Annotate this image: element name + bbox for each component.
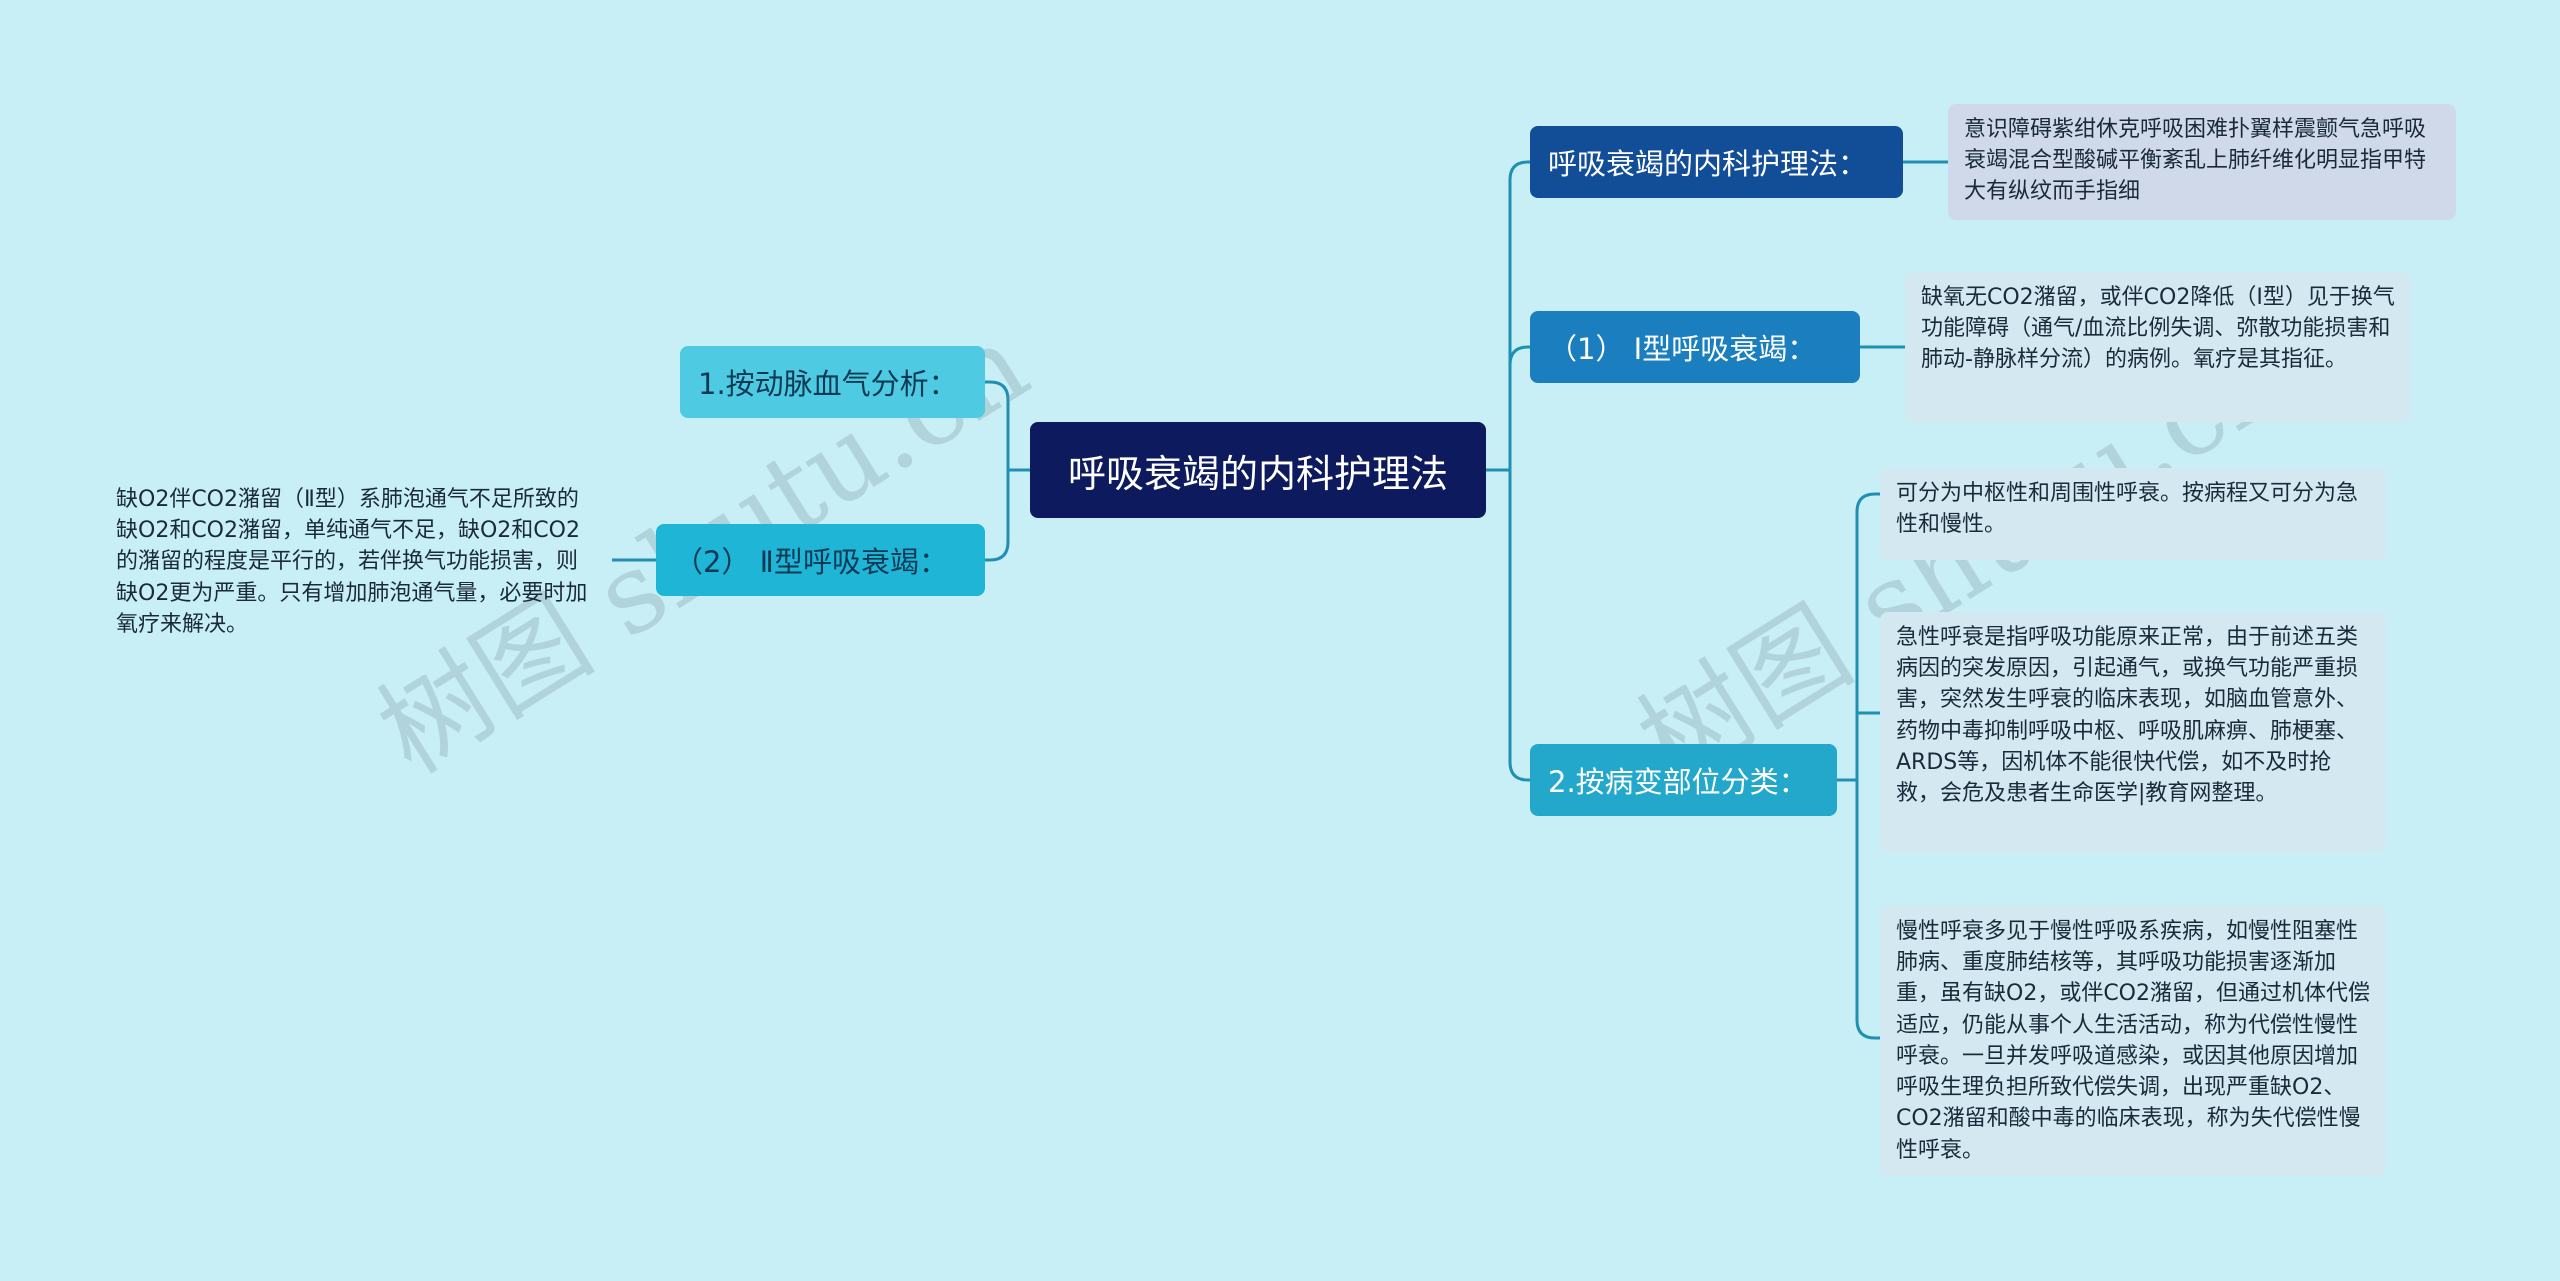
root-topic[interactable]: 呼吸衰竭的内科护理法 (1030, 422, 1486, 518)
topic-type2-failure-label: （2） Ⅱ型呼吸衰竭： (674, 545, 948, 579)
topic-by-location-note-2[interactable]: 急性呼衰是指呼吸功能原来正常，由于前述五类病因的突发原因，引起通气，或换气功能严… (1880, 612, 2386, 852)
topic-blood-gas[interactable]: 1.按动脉血气分析： (680, 346, 985, 418)
topic-by-location-note-1-text: 可分为中枢性和周围性呼衰。按病程又可分为急性和慢性。 (1896, 481, 2359, 538)
connector-right-1 (1508, 160, 1530, 470)
root-topic-label: 呼吸衰竭的内科护理法 (1067, 451, 1448, 496)
connector-left-1 (985, 380, 1010, 470)
topic-blood-gas-label: 1.按动脉血气分析： (698, 367, 958, 401)
connector-right-3 (1508, 470, 1530, 782)
topic-by-location-label: 2.按病变部位分类： (1548, 765, 1808, 799)
connector-right-3-leaf-1 (1855, 492, 1880, 780)
topic-by-location[interactable]: 2.按病变部位分类： (1530, 744, 1837, 816)
topic-by-location-note-1[interactable]: 可分为中枢性和周围性呼衰。按病程又可分为急性和慢性。 (1880, 468, 2386, 560)
topic-inner-care[interactable]: 呼吸衰竭的内科护理法： (1530, 126, 1903, 198)
connector-right-3-leaf-3 (1855, 780, 1880, 1040)
topic-type2-failure-note-text: 缺O2伴CO2潴留（Ⅱ型）系肺泡通气不足所致的缺O2和CO2潴留，单纯通气不足，… (116, 487, 588, 637)
topic-type1-failure[interactable]: （1） Ⅰ型呼吸衰竭： (1530, 311, 1860, 383)
topic-type1-failure-label: （1） Ⅰ型呼吸衰竭： (1548, 332, 1817, 366)
topic-inner-care-note[interactable]: 意识障碍紫绀休克呼吸困难扑翼样震颤气急呼吸衰竭混合型酸碱平衡紊乱上肺纤维化明显指… (1948, 104, 2456, 220)
topic-type2-failure[interactable]: （2） Ⅱ型呼吸衰竭： (656, 524, 985, 596)
connector-right-2 (1508, 345, 1530, 470)
topic-type2-failure-note[interactable]: 缺O2伴CO2潴留（Ⅱ型）系肺泡通气不足所致的缺O2和CO2潴留，单纯通气不足，… (100, 474, 612, 644)
connector-left-2 (985, 470, 1010, 562)
topic-by-location-note-2-text: 急性呼衰是指呼吸功能原来正常，由于前述五类病因的突发原因，引起通气，或换气功能严… (1896, 625, 2359, 807)
topic-type1-failure-note-text: 缺氧无CO2潴留，或伴CO2降低（Ⅰ型）见于换气功能障碍（通气/血流比例失调、弥… (1921, 285, 2395, 373)
topic-by-location-note-3-text: 慢性呼衰多见于慢性呼吸系疾病，如慢性阻塞性肺病、重度肺结核等，其呼吸功能损害逐渐… (1896, 919, 2370, 1163)
topic-inner-care-note-text: 意识障碍紫绀休克呼吸困难扑翼样震颤气急呼吸衰竭混合型酸碱平衡紊乱上肺纤维化明显指… (1964, 117, 2427, 205)
topic-by-location-note-3[interactable]: 慢性呼衰多见于慢性呼吸系疾病，如慢性阻塞性肺病、重度肺结核等，其呼吸功能损害逐渐… (1880, 906, 2386, 1176)
topic-type1-failure-note[interactable]: 缺氧无CO2潴留，或伴CO2降低（Ⅰ型）见于换气功能障碍（通气/血流比例失调、弥… (1905, 272, 2411, 422)
topic-inner-care-label: 呼吸衰竭的内科护理法： (1548, 147, 1868, 181)
